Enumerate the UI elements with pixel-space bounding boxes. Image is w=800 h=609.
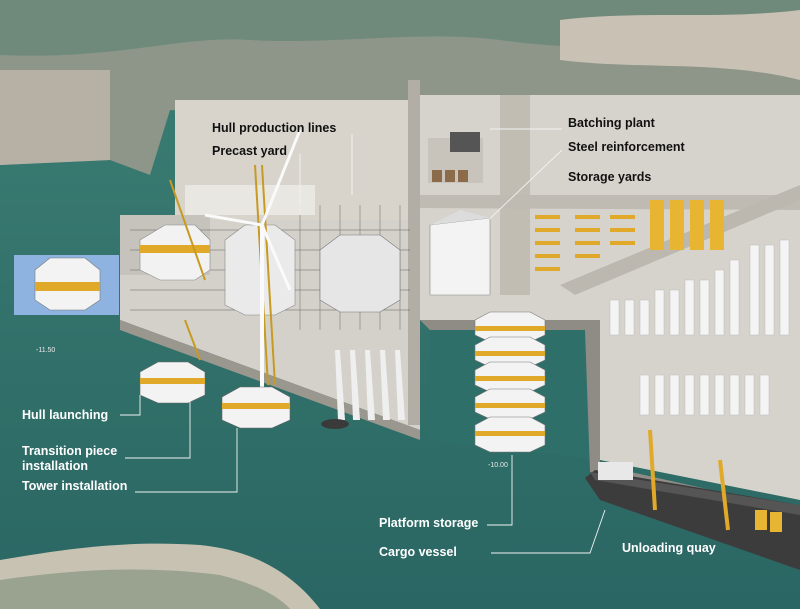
cargo-vessel — [585, 429, 800, 570]
leader-lines — [120, 128, 606, 554]
platform-storage-stack — [474, 311, 546, 453]
label-batching-plant: Batching plant — [568, 116, 655, 130]
tug-boat — [321, 419, 349, 429]
label-precast-yard: Precast yard — [212, 144, 288, 158]
label-platform-storage: Platform storage — [379, 516, 479, 530]
transition-piece-storage — [650, 200, 724, 250]
label-tower-installation: Tower installation — [22, 479, 128, 493]
label-hull-production-lines: Hull production lines — [212, 121, 337, 135]
depth-storage: -10.00 — [488, 462, 508, 469]
launched-hulls — [139, 361, 291, 429]
crane-main — [169, 164, 276, 386]
label-cargo-vessel: Cargo vessel — [379, 545, 457, 559]
label-storage-yards: Storage yards — [568, 170, 652, 184]
tower-storage — [609, 239, 790, 416]
label-transition-piece-line1: Transition piece — [22, 444, 118, 458]
blade-storage — [335, 350, 405, 420]
steel-reinforcement-shed — [429, 210, 491, 296]
wind-turbine-icon — [204, 129, 302, 390]
label-transition-piece-line2: installation — [22, 459, 88, 473]
depth-launch: -11.50 — [36, 347, 56, 354]
batching-plant — [428, 132, 483, 183]
reinforcement-racks — [535, 215, 635, 271]
label-steel-reinforcement: Steel reinforcement — [568, 140, 685, 154]
label-unloading-quay: Unloading quay — [622, 541, 716, 555]
label-hull-launching: Hull launching — [22, 408, 109, 422]
inset-hull-view — [14, 255, 119, 315]
